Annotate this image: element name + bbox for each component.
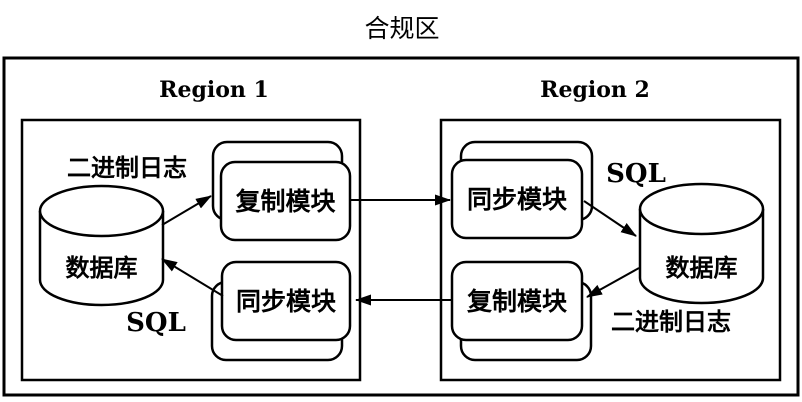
region1-binlog-label: 二进制日志 (67, 153, 187, 182)
region2-database-cylinder: 数据库 (638, 182, 765, 305)
region1-bottom-module-front-card (220, 260, 352, 342)
region2-top-module-front-card (450, 158, 584, 240)
arrow-db-to-replication-region1 (161, 195, 212, 226)
region2-database-label: 数据库 (666, 253, 738, 282)
region2-sql-label: SQL (606, 159, 666, 189)
region2-bottom-module: 复制模块 (450, 260, 593, 362)
arrow-db-to-replication-region2 (586, 267, 640, 298)
region1-title: Region 1 (159, 77, 269, 103)
region1-cylinder-top (38, 184, 165, 238)
region1-group: Region 1 二进制日志 数据库 SQL 复制模块 (20, 77, 362, 382)
region1-bottom-module: 同步模块 (210, 260, 352, 362)
region1-bottom-module-label: 同步模块 (236, 287, 336, 316)
region1-top-module: 复制模块 (211, 140, 352, 242)
region2-cylinder-top (638, 182, 765, 236)
region2-binlog-label: 二进制日志 (611, 307, 731, 336)
region2-group: Region 2 SQL 同步模块 复制模块 数据库 (439, 77, 782, 382)
region2-bottom-module-label: 复制模块 (467, 287, 567, 316)
region1-database-label: 数据库 (66, 253, 138, 282)
region2-top-module-label: 同步模块 (467, 185, 567, 214)
region2-title: Region 2 (540, 77, 650, 103)
region2-cylinder-body (638, 209, 765, 305)
arrow-sync-to-db-region2 (583, 200, 637, 237)
diagram-title: 合规区 (364, 14, 439, 43)
region1-top-module-label: 复制模块 (235, 187, 335, 216)
region1-cylinder-body (38, 211, 165, 307)
arrow-sync-to-db-region1 (161, 258, 224, 297)
region1-database-cylinder: 数据库 (38, 184, 165, 307)
region2-top-module: 同步模块 (450, 140, 594, 240)
region1-sql-label: SQL (126, 308, 186, 338)
